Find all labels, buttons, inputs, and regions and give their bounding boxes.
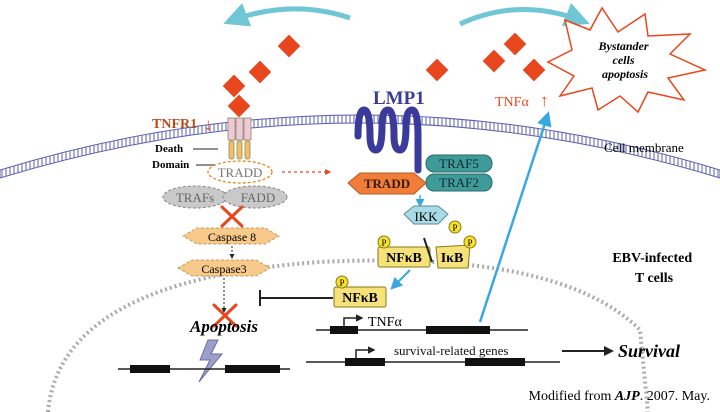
cell-type-line1: EBV-infected: [612, 251, 692, 266]
trafs-label: TRAFs: [176, 190, 214, 205]
nfkb-phospho-icon: [377, 235, 391, 249]
ikb-phospho-label: P: [467, 238, 472, 248]
caspase8-shape: [181, 227, 281, 245]
dna-strand-left: [118, 365, 290, 373]
tradd-right-shape: [347, 172, 427, 195]
nfkb-phospho-label: P: [381, 238, 386, 248]
traf5-label: TRAF5: [439, 156, 479, 171]
nfkb-nuclear-phospho-icon: [335, 275, 349, 289]
survival-label: Survival: [618, 341, 680, 361]
nfkb-translocation-arrow: [390, 269, 411, 290]
ikb-phospho-icon: [463, 235, 477, 249]
block-x-apoptosis: [212, 303, 238, 328]
recycle-arrow-left: [223, 3, 351, 27]
tnfa-secreted-label: TNFα: [495, 95, 529, 110]
ikk-phospho-icon: [448, 220, 462, 234]
cell-membrane-label: Cell membrane: [604, 140, 684, 155]
tnfr1-label: TNFR1: [152, 117, 197, 132]
caspase8-label: Caspase 8: [208, 230, 256, 244]
apoptosis-label: Apoptosis: [189, 317, 258, 336]
nfkb-nuclear-label: NFκB: [342, 291, 378, 306]
ikb-shape: [435, 244, 471, 269]
credit-label: Modified from AJP. 2007. May.: [529, 389, 710, 404]
lmp1-protein: [354, 106, 422, 174]
tradd-right-label: TRADD: [364, 176, 410, 191]
tnfa-expression-arrow: [478, 111, 552, 323]
death-label: Death: [155, 143, 183, 155]
ikk-phospho-label: P: [452, 223, 457, 233]
cell-type-line2: T cells: [635, 271, 674, 286]
ikk-shape: [403, 205, 449, 225]
fadd-label: FADD: [241, 190, 275, 205]
bystander-starburst: [546, 6, 708, 114]
svg-text:Bystander cells apopto: Bystander cells apoptosis: [597, 39, 651, 81]
tradd-left-label: TRADD: [218, 165, 263, 180]
lmp1-label: LMP1: [373, 88, 425, 109]
tnfa-gene-label: TNFα: [368, 315, 402, 330]
traf2-label: TRAF2: [439, 175, 479, 190]
svg-text:EBV-infected T cells: EBV-infected T cells: [612, 251, 695, 286]
lightning-icon: [198, 339, 224, 383]
fadd-shape: [222, 185, 288, 209]
tnfr1-down-arrow: ↓: [204, 115, 213, 134]
bystander-label-line1: Bystander: [597, 39, 648, 53]
nfkb-nuclear-phospho-label: P: [339, 278, 344, 288]
survival-genes-label: survival-related genes: [394, 343, 508, 358]
block-x-upper: [220, 205, 244, 228]
tnfa-up-arrow: ↑: [540, 91, 549, 110]
nfkb-complex-label: NFκB: [386, 251, 422, 266]
nfkb-nuclear-shape: [333, 286, 387, 308]
domain-label: Domain: [152, 159, 189, 171]
bystander-label-line3: apoptosis: [602, 67, 648, 81]
nucleus-envelope: [46, 258, 650, 412]
dna-survival-genes: [306, 346, 560, 366]
recycle-arrow-right: [458, 2, 590, 27]
traf5-shape: [425, 154, 493, 173]
bystander-label-line2: cells: [613, 53, 635, 67]
caspase3-shape: [176, 259, 272, 277]
caspase3-label: Caspase3: [201, 262, 246, 276]
tradd-left-shape: [207, 160, 273, 184]
ikk-label: IKK: [414, 209, 438, 224]
ikb-label: IκB: [441, 251, 464, 266]
dna-tnfa-gene: [316, 314, 528, 334]
tnfr1-receptor: [227, 117, 252, 160]
